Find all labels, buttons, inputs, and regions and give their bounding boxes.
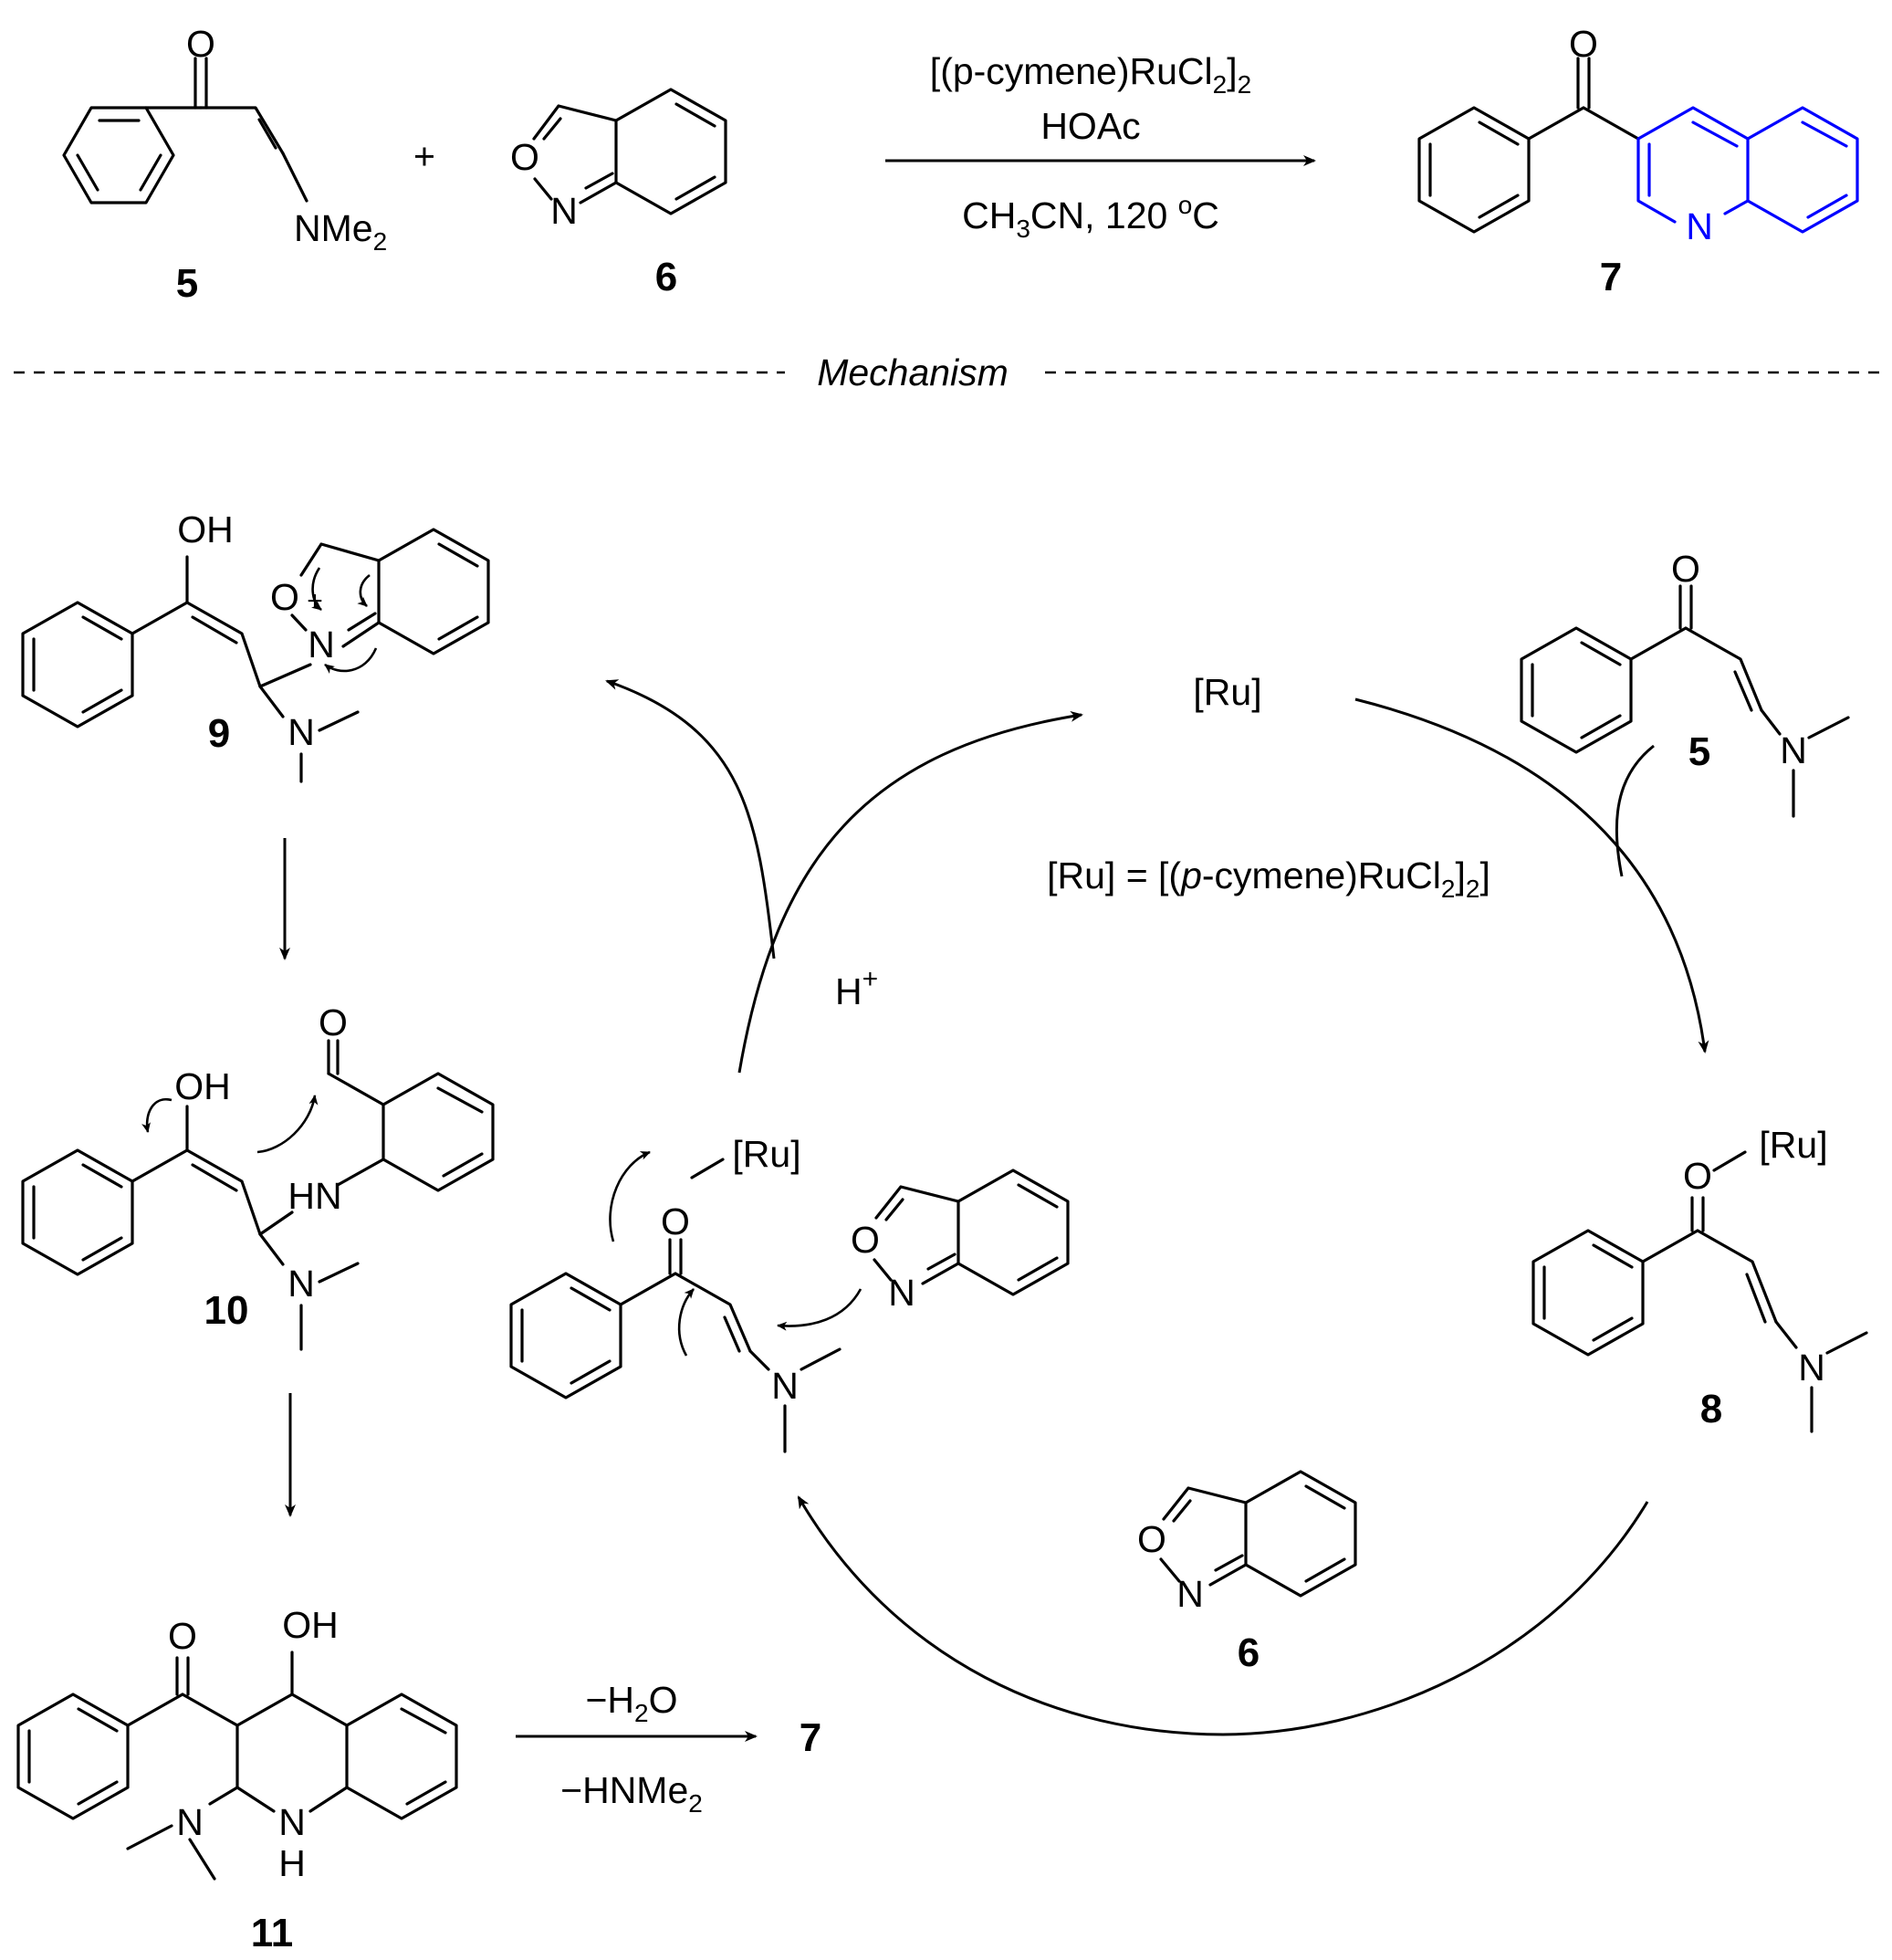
compound-number-6: 6	[655, 255, 677, 299]
compound-8-oxygen-label: O	[1683, 1155, 1712, 1197]
product-carbonyl-oxygen-label: O	[1569, 23, 1598, 65]
intermediate-ru-label: [Ru]	[732, 1133, 800, 1175]
arrow-intermediate-to-ru	[737, 710, 1083, 1074]
solvent-temperature-label: CH3CN, 120 oC	[962, 191, 1219, 243]
compound-10-structure: OH HN N O	[21, 1001, 495, 1351]
compound-10-aldehyde-oxygen-label: O	[319, 1001, 348, 1043]
cycle-5-oxygen-label: O	[1671, 548, 1700, 590]
reactant-6-structure: O N	[510, 88, 727, 232]
minus-water-label: −H2O	[585, 1679, 677, 1727]
compound-number-7: 7	[1600, 255, 1622, 299]
attacking-isoxazole-nitrogen-label: N	[888, 1272, 915, 1314]
compound-9-oxygen-label: O	[270, 576, 299, 618]
compound-number-10: 10	[204, 1288, 249, 1333]
compound-number-9: 9	[208, 711, 230, 756]
arrow-to-compound-9	[605, 679, 776, 959]
compound-10-amine-label: N	[287, 1263, 315, 1305]
mechanism-label: Mechanism	[817, 351, 1009, 393]
ruthenium-definition: [Ru] = [(p-cymene)RuCl2]2]	[1047, 854, 1490, 903]
proton-label: H+	[835, 964, 878, 1012]
additive-label: HOAc	[1040, 105, 1140, 147]
final-product-number-7: 7	[800, 1715, 821, 1760]
quinoline-nitrogen-label: N	[1686, 205, 1713, 247]
cycle-compound-6-structure: O N	[1137, 1470, 1357, 1615]
attacking-isoxazole-oxygen-label: O	[851, 1219, 880, 1261]
compound-9-amine-label: N	[287, 711, 315, 753]
compound-9-hydroxyl-label: OH	[177, 508, 234, 550]
ru-intermediate-structure: O [Ru] N O N	[509, 1133, 1070, 1453]
compound-11-nh-nitrogen-label: N	[278, 1801, 306, 1843]
compound-number-8: 8	[1700, 1387, 1722, 1431]
cycle-compound-number-5: 5	[1688, 729, 1710, 774]
cycle-6-nitrogen-label: N	[1176, 1573, 1204, 1615]
catalyst-label: [(p-cymene)RuCl2]2	[930, 50, 1251, 99]
ruthenium-catalyst-label: [Ru]	[1193, 671, 1261, 713]
compound-8-nitrogen-label: N	[1798, 1347, 1825, 1389]
arrow-compound-8-to-intermediate	[797, 1495, 1649, 1736]
compound-11-structure: O OH N H N	[16, 1604, 458, 1884]
compound-9-structure: OH N O N +	[21, 508, 490, 783]
intermediate-nitrogen-label: N	[771, 1365, 799, 1407]
compound-8-ru-label: [Ru]	[1759, 1124, 1827, 1166]
compound-9-nitrogen-label: N	[308, 624, 335, 666]
compound-number-11: 11	[251, 1911, 294, 1955]
arrow-compound-5-joining	[1615, 744, 1655, 877]
product-7-structure: O N	[1417, 23, 1859, 247]
compound-11-hydroxyl-label: OH	[282, 1604, 339, 1646]
compound-10-hn-label: HN	[287, 1175, 341, 1217]
cycle-compound-number-6: 6	[1238, 1630, 1260, 1675]
carbonyl-oxygen-label: O	[186, 23, 215, 65]
minus-dimethylamine-label: −HNMe2	[560, 1769, 703, 1818]
cycle-compound-5-structure: O N	[1520, 548, 1850, 818]
dimethylamino-label: NMe2	[294, 207, 387, 256]
compound-11-amine-label: N	[176, 1801, 204, 1843]
compound-number-5: 5	[176, 261, 198, 306]
cycle-6-oxygen-label: O	[1137, 1518, 1166, 1560]
compound-8-structure: O [Ru] N	[1531, 1124, 1868, 1433]
arrow-ru-to-compound-8	[1354, 697, 1709, 1053]
plus-sign: +	[413, 135, 435, 177]
isoxazole-oxygen-label: O	[510, 136, 539, 178]
compound-11-nh-hydrogen-label: H	[278, 1842, 306, 1884]
cycle-5-nitrogen-label: N	[1780, 729, 1807, 771]
reactant-5-structure: O NMe2	[62, 23, 387, 256]
compound-10-hydroxyl-label: OH	[174, 1065, 231, 1107]
intermediate-oxygen-label: O	[661, 1200, 690, 1242]
compound-11-carbonyl-oxygen-label: O	[168, 1615, 197, 1657]
isoxazole-nitrogen-label: N	[550, 190, 578, 232]
